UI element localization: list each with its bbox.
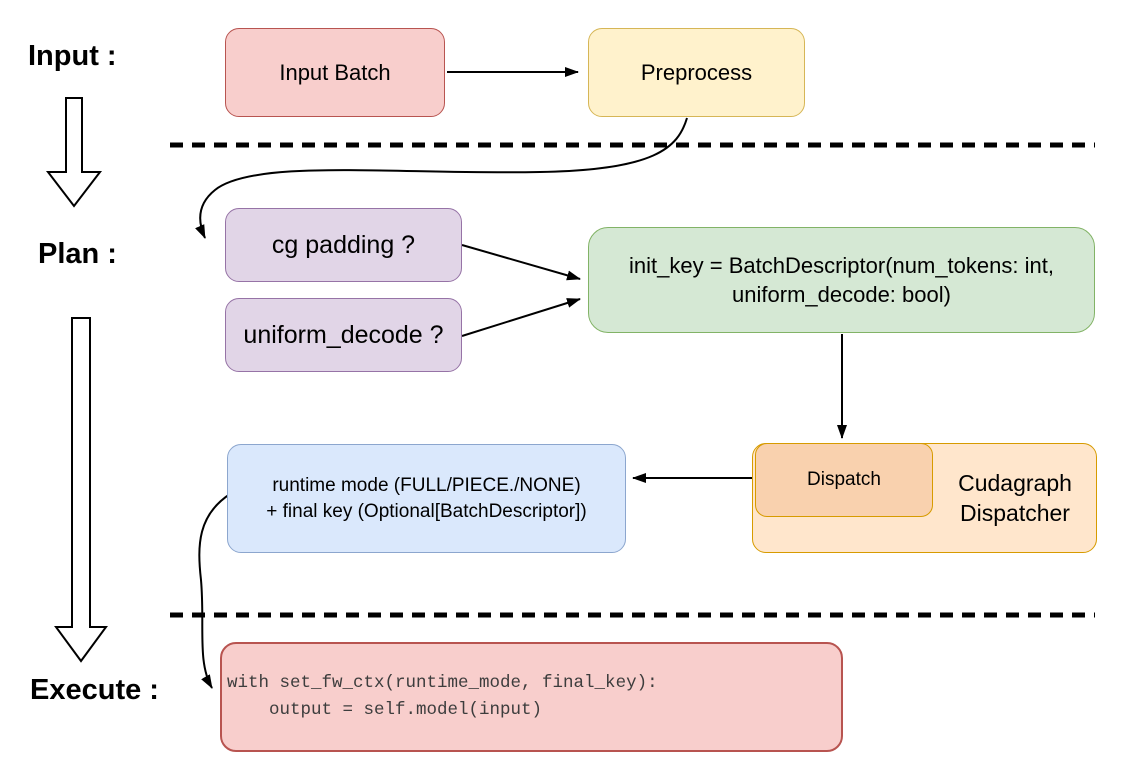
node-cg-padding: cg padding ? bbox=[225, 208, 462, 282]
node-uniform-decode: uniform_decode ? bbox=[225, 298, 462, 372]
node-runtime-mode-line1: runtime mode (FULL/PIECE./NONE) bbox=[272, 475, 581, 497]
execute-code-line2: output = self.model(input) bbox=[227, 700, 543, 720]
phase-label-plan: Plan : bbox=[38, 238, 117, 270]
node-init-key-line1: init_key = BatchDescriptor(num_tokens: i… bbox=[629, 252, 1054, 278]
node-preprocess: Preprocess bbox=[588, 28, 805, 117]
input-to-plan-hollow-arrow bbox=[45, 97, 103, 208]
cudagraph-dispatcher-line2: Dispatcher bbox=[960, 500, 1070, 526]
node-init-key-line2: uniform_decode: bool) bbox=[732, 282, 951, 307]
phase-label-execute: Execute : bbox=[30, 674, 159, 706]
node-preprocess-label: Preprocess bbox=[640, 59, 753, 85]
node-dispatch-label: Dispatch bbox=[807, 469, 881, 491]
node-runtime-mode: runtime mode (FULL/PIECE./NONE) + final … bbox=[227, 444, 626, 553]
cudagraph-dispatcher-line1: Cudagraph bbox=[958, 469, 1072, 496]
node-uniform-decode-label: uniform_decode ? bbox=[243, 320, 444, 349]
node-dispatch: Dispatch bbox=[755, 443, 933, 517]
plan-to-execute-hollow-arrow bbox=[54, 317, 108, 663]
node-input-batch: Input Batch bbox=[225, 28, 445, 117]
arrow-uniform-decode-to-init-key bbox=[461, 298, 581, 337]
execute-code-line1: with set_fw_ctx(runtime_mode, final_key)… bbox=[227, 672, 658, 693]
node-execute-code: with set_fw_ctx(runtime_mode, final_key)… bbox=[220, 642, 843, 752]
node-init-key: init_key = BatchDescriptor(num_tokens: i… bbox=[588, 227, 1095, 333]
phase-label-input: Input : bbox=[28, 40, 117, 72]
node-runtime-mode-line2: + final key (Optional[BatchDescriptor]) bbox=[266, 500, 587, 522]
curve-runtime-mode-to-execute-code bbox=[198, 493, 231, 689]
arrow-cg-padding-to-init-key bbox=[461, 244, 581, 281]
node-cudagraph-dispatcher-title: Cudagraph Dispatcher bbox=[933, 443, 1097, 553]
node-input-batch-label: Input Batch bbox=[279, 59, 391, 85]
node-cg-padding-label: cg padding ? bbox=[271, 230, 416, 259]
curve-preprocess-to-cg-padding bbox=[195, 117, 688, 239]
